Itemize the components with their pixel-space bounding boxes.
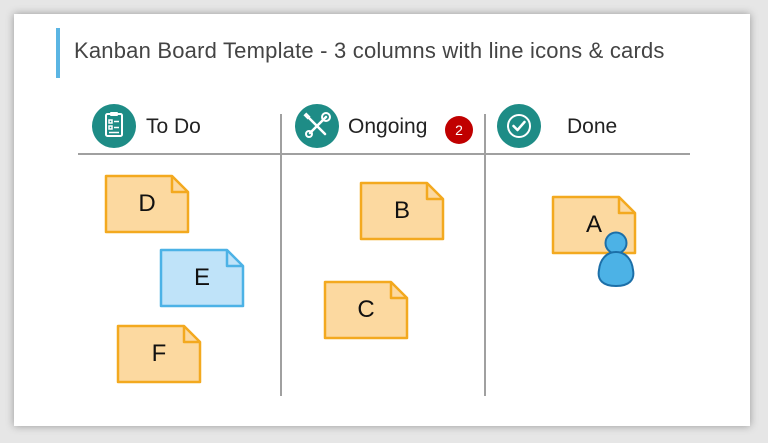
kanban-card[interactable]: B xyxy=(359,181,445,241)
column-divider-2 xyxy=(484,114,486,396)
card-label: E xyxy=(193,264,210,291)
checkmark-icon xyxy=(497,104,541,148)
tools-icon xyxy=(295,104,339,148)
card-label: B xyxy=(393,197,410,224)
ongoing-count-badge: 2 xyxy=(445,116,473,144)
title-accent-bar xyxy=(56,28,60,78)
header-divider xyxy=(78,153,690,155)
kanban-card[interactable]: F xyxy=(116,324,202,384)
slide-title: Kanban Board Template - 3 columns with l… xyxy=(74,38,665,63)
card-label: F xyxy=(151,340,167,367)
kanban-card[interactable]: D xyxy=(104,174,190,234)
kanban-card[interactable]: C xyxy=(323,280,409,340)
person-icon xyxy=(594,230,638,295)
slide: Kanban Board Template - 3 columns with l… xyxy=(14,14,750,426)
card-label: A xyxy=(585,211,602,238)
column-label-to-do: To Do xyxy=(146,115,201,138)
column-divider-1 xyxy=(280,114,282,396)
checklist-icon xyxy=(92,104,136,148)
column-label-ongoing: Ongoing xyxy=(348,115,428,138)
card-label: C xyxy=(357,296,375,323)
card-label: D xyxy=(138,190,156,217)
column-label-done: Done xyxy=(567,115,618,138)
kanban-card-highlighted[interactable]: E xyxy=(159,248,245,308)
